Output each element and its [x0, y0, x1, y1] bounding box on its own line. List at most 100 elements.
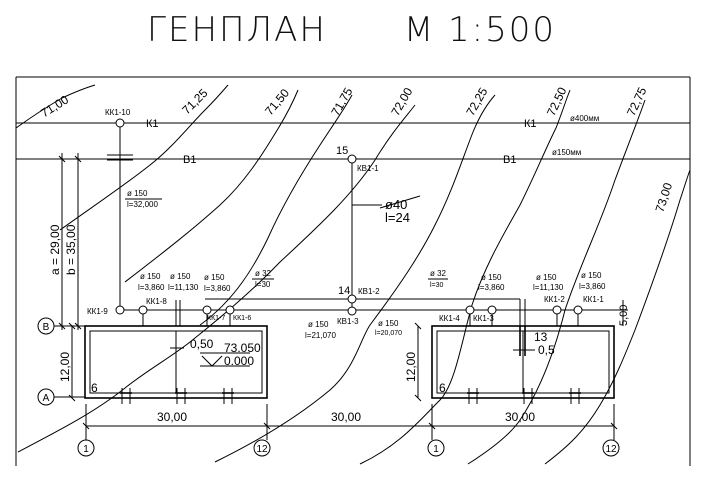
well-label: КК1-6 — [233, 315, 251, 322]
well-kv1-2 — [347, 294, 357, 304]
pipe-diameter: ø 150 — [481, 273, 502, 282]
pipe-length: l=21,070 — [305, 331, 336, 340]
well-number: 15 — [336, 145, 348, 157]
well-label: КК1-1 — [583, 295, 604, 304]
pipe-diameter: ø 150 — [170, 272, 191, 281]
well-kk1-1 — [573, 305, 583, 315]
well-kk1-4 — [465, 305, 475, 315]
well-number: 14 — [338, 285, 350, 297]
pipe-diameter: ø40 — [385, 197, 407, 212]
axis-bubble-1-right — [427, 439, 445, 457]
well-label: КК1-2 — [544, 295, 565, 304]
contour-label: 71,75 — [328, 85, 355, 118]
contour-lines — [15, 84, 691, 465]
well-kk1-10 — [115, 118, 125, 128]
wells — [115, 118, 583, 316]
well-kv1-1 — [347, 154, 357, 164]
contour-label: 72,75 — [624, 85, 650, 118]
pipe-diameter: ø 150 — [140, 272, 161, 281]
dimension-lines — [56, 153, 624, 440]
pipe-diameter: ø 150 — [127, 189, 148, 198]
well-label: КК1-8 — [146, 297, 167, 306]
offset-dim: 0,50 — [190, 337, 214, 351]
well-label: КК1-9 — [87, 307, 108, 316]
dim-6: 6 — [91, 381, 98, 395]
elevation-mark — [170, 347, 250, 367]
well-label: КВ1-1 — [357, 164, 379, 173]
pipe-diameter: ø 150 — [536, 273, 557, 282]
axis-label-1: 1 — [433, 444, 439, 455]
contour-label: 71,25 — [179, 86, 210, 117]
v1-label-right: В1 — [503, 154, 516, 166]
pipe-diameter: ø 150 — [581, 271, 602, 280]
contour-label: 73,00 — [653, 181, 676, 214]
dim-6: 6 — [439, 381, 446, 395]
elevation-value: 0.000 — [224, 354, 254, 368]
well-number: 13 — [534, 330, 548, 344]
drawing-title: ГЕНПЛАН М 1:500 — [0, 10, 703, 50]
dim-w30: 30,00 — [505, 410, 535, 424]
well-kv1-3 — [347, 306, 357, 316]
dim-right-edge: 5,00 — [618, 305, 630, 326]
well-label: КВ1-3 — [337, 317, 359, 326]
well-label: КК1-3 — [473, 314, 494, 323]
pipe-diameter: ø 32 — [255, 269, 272, 278]
title-text: ГЕНПЛАН — [147, 10, 327, 50]
dim-b: b = 35,00 — [64, 224, 78, 275]
well-kk1-3 — [487, 305, 497, 315]
well-kk1-7 — [202, 305, 212, 315]
pipe-length: l=11,130 — [168, 283, 199, 292]
well-kk1-8 — [138, 305, 148, 315]
contour-71-00 — [15, 84, 96, 129]
contour-72-50 — [359, 89, 571, 465]
well-label: КК1-10 — [105, 108, 131, 117]
contour-label: 71,50 — [262, 86, 292, 118]
axis-bubble-A — [37, 388, 55, 406]
offset-dim: 0,5 — [538, 343, 555, 357]
drawing-frame — [15, 76, 691, 466]
pipe-diameter: ø 150 — [204, 273, 225, 282]
k1-label: К1 — [146, 118, 159, 130]
axis-label-1: 1 — [83, 444, 89, 455]
dim-w30: 30,00 — [157, 410, 187, 424]
pipe-diameter: ø 150 — [378, 319, 399, 328]
axis-bubble-12-left — [253, 439, 271, 457]
k1-label-right: К1 — [524, 118, 537, 130]
well-kk1-2 — [552, 305, 562, 315]
well-kk1-9 — [115, 305, 125, 315]
well-label: КВ1-2 — [358, 287, 380, 296]
pipe-length: l=3,860 — [478, 283, 505, 292]
dim-a: a = 29,00 — [48, 224, 62, 275]
pipe-length: l=32,000 — [127, 200, 158, 209]
contour-71-25 — [59, 84, 229, 231]
pipe-length: l=3,860 — [138, 283, 165, 292]
pipe-length: l=3,860 — [204, 284, 231, 293]
contour-72-00 — [17, 104, 416, 453]
pipe-length: l=30 — [430, 282, 444, 289]
axis-bubble-1-left — [77, 439, 95, 457]
contour-label: 72,00 — [388, 85, 415, 118]
contour-72-25 — [214, 94, 496, 463]
pipe-diameter: ø 32 — [430, 269, 447, 278]
v1-diameter: ø150мм — [552, 148, 581, 157]
axis-bubble-12-right — [602, 439, 620, 457]
k1-diameter: ø400мм — [570, 114, 599, 123]
axis-markers — [37, 317, 620, 457]
pipe-length: l=24 — [385, 210, 410, 225]
axis-label-12: 12 — [605, 444, 617, 455]
axis-label-12: 12 — [256, 444, 268, 455]
pipe-length: l=20,070 — [375, 330, 402, 337]
pipe-length: l=30 — [255, 280, 271, 289]
elevation-value: 73.050 — [224, 341, 261, 355]
main-networks — [16, 122, 690, 160]
scale-text: М 1:500 — [403, 10, 556, 50]
dim-h12-right: 12,00 — [404, 352, 418, 382]
dim-h12-left: 12,00 — [58, 352, 72, 382]
building-left — [84, 325, 268, 404]
building-right — [431, 325, 615, 404]
well-kk1-6 — [225, 305, 235, 315]
pipe-length: l=11,130 — [533, 283, 564, 292]
contour-73-00 — [544, 169, 691, 465]
well-label: КК1-4 — [439, 314, 460, 323]
